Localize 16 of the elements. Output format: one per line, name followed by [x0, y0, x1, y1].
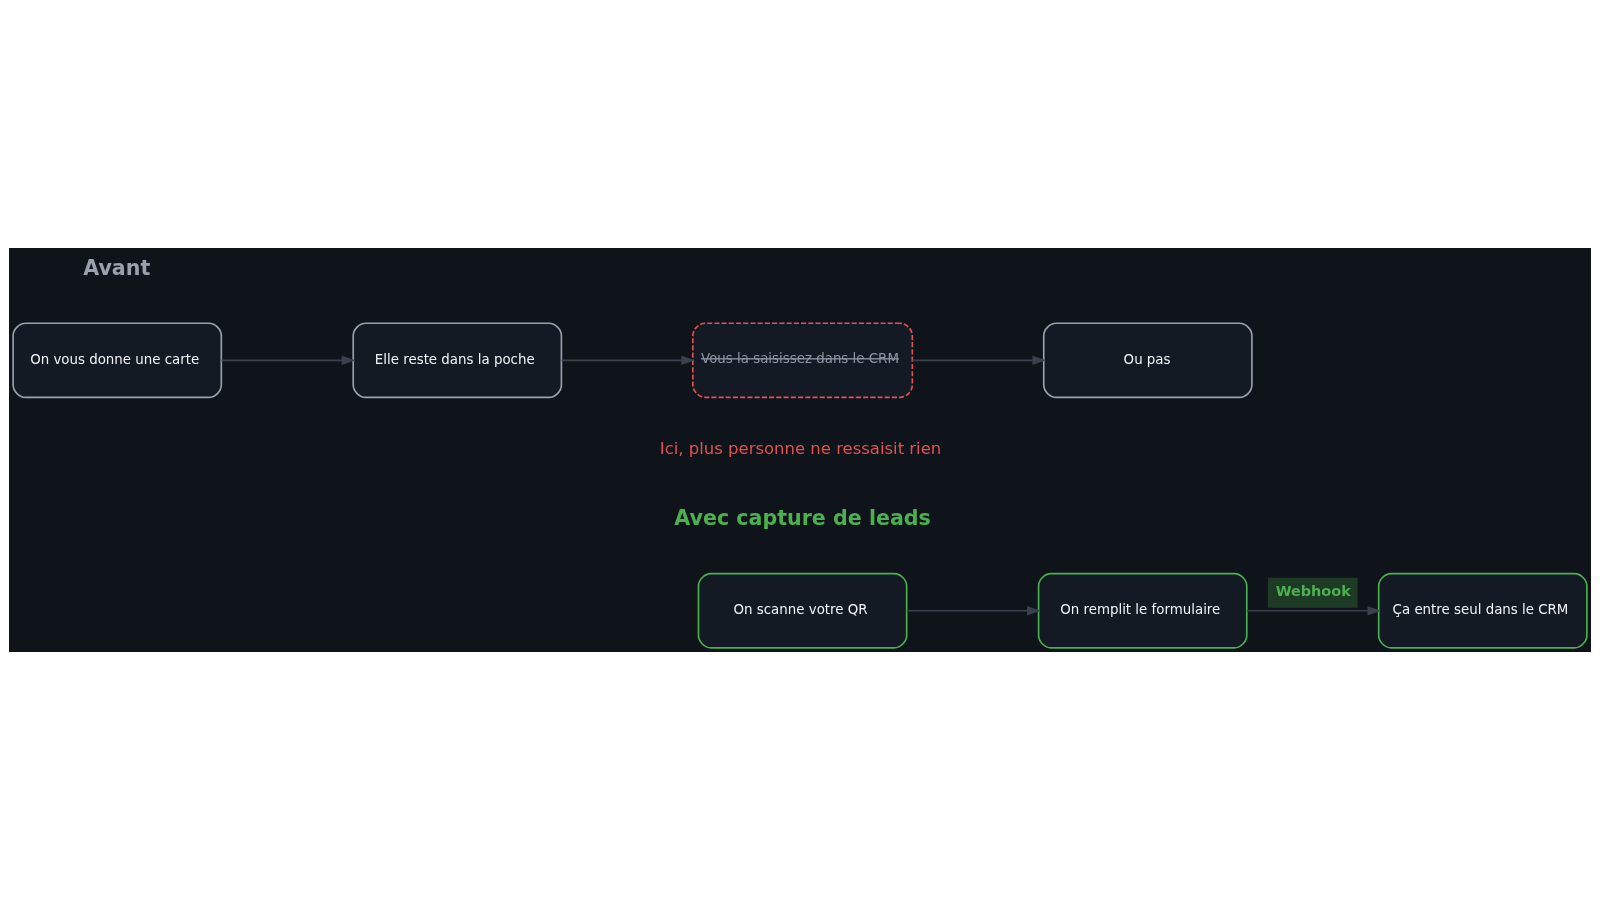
- node-box: Elle reste dans la poche: [352, 322, 563, 399]
- node-box: Vous la saisissez dans le CRM: [692, 322, 914, 399]
- label: Avec capture de leads: [674, 506, 931, 531]
- node-box: On vous donne une carte: [12, 322, 223, 399]
- edge-label: Webhook: [1275, 583, 1351, 600]
- node-box: On scanne votre QR: [697, 572, 908, 649]
- arrow: [906, 606, 1041, 616]
- node-box: Ou pas: [1042, 322, 1253, 399]
- arrow: [1246, 606, 1382, 616]
- label: Avant: [83, 255, 151, 280]
- arrow: [560, 355, 695, 366]
- label: Ici, plus personne ne ressaisit rien: [659, 438, 942, 458]
- node-box: Ça entre seul dans le CRM: [1377, 572, 1588, 649]
- arrow: [911, 355, 1046, 366]
- node-box: On remplit le formulaire: [1037, 572, 1248, 649]
- arrow: [220, 355, 356, 366]
